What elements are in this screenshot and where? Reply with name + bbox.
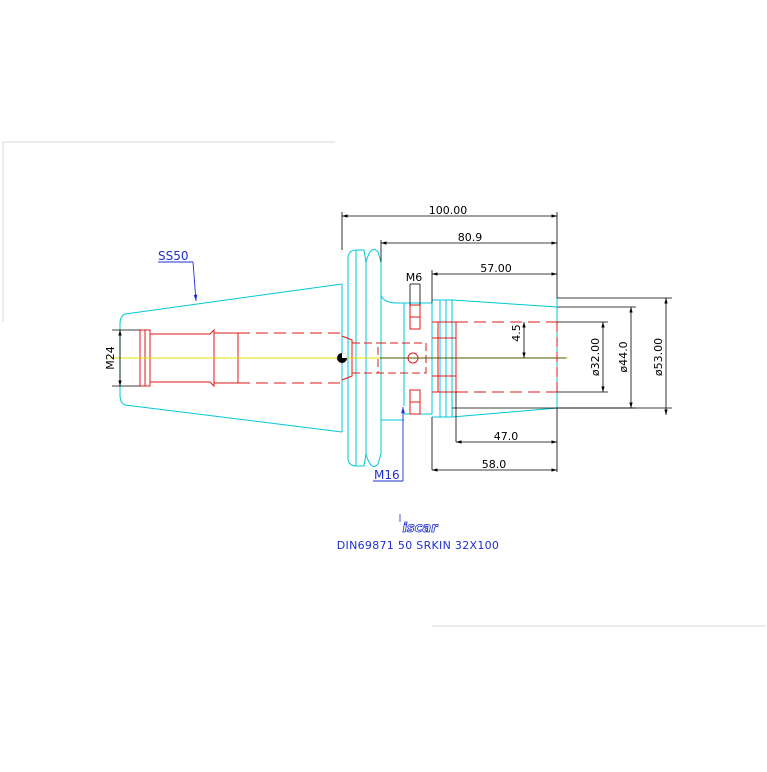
dim-overall-length: 100.00: [429, 204, 468, 217]
dim-bore-depth: 57.00: [480, 262, 512, 275]
dim-offset: 4.5: [510, 324, 523, 342]
dim-side-screw: M6: [406, 271, 423, 284]
dimension-lines: [112, 212, 672, 472]
sheet-border: [2, 141, 766, 627]
dim-inner-depth: 47.0: [494, 430, 519, 443]
label-clamp-thread: M16: [374, 468, 400, 482]
label-leaders: [158, 261, 405, 482]
iscar-logo: iscar: [399, 514, 440, 536]
drawing-caption: DIN69871 50 SRKIN 32X100: [337, 539, 499, 552]
logo-text: iscar: [402, 521, 439, 536]
dim-flange-to-end: 80.9: [458, 231, 483, 244]
center-line: [110, 353, 568, 363]
dim-outer-diameter: ø53.00: [652, 338, 665, 376]
label-collet-type: SS50: [158, 249, 189, 263]
dim-body-length: 58.0: [482, 458, 507, 471]
dim-body-diameter: ø44.0: [617, 341, 630, 372]
dim-bore-diameter: ø32.00: [589, 338, 602, 376]
dim-retention-thread: M24: [104, 346, 117, 370]
